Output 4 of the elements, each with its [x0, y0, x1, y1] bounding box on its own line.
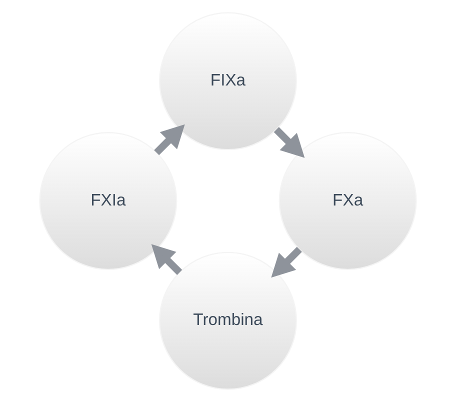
- arrow: [270, 246, 302, 278]
- arrow: [150, 244, 182, 275]
- arrow: [154, 124, 184, 156]
- arrow: [273, 127, 304, 158]
